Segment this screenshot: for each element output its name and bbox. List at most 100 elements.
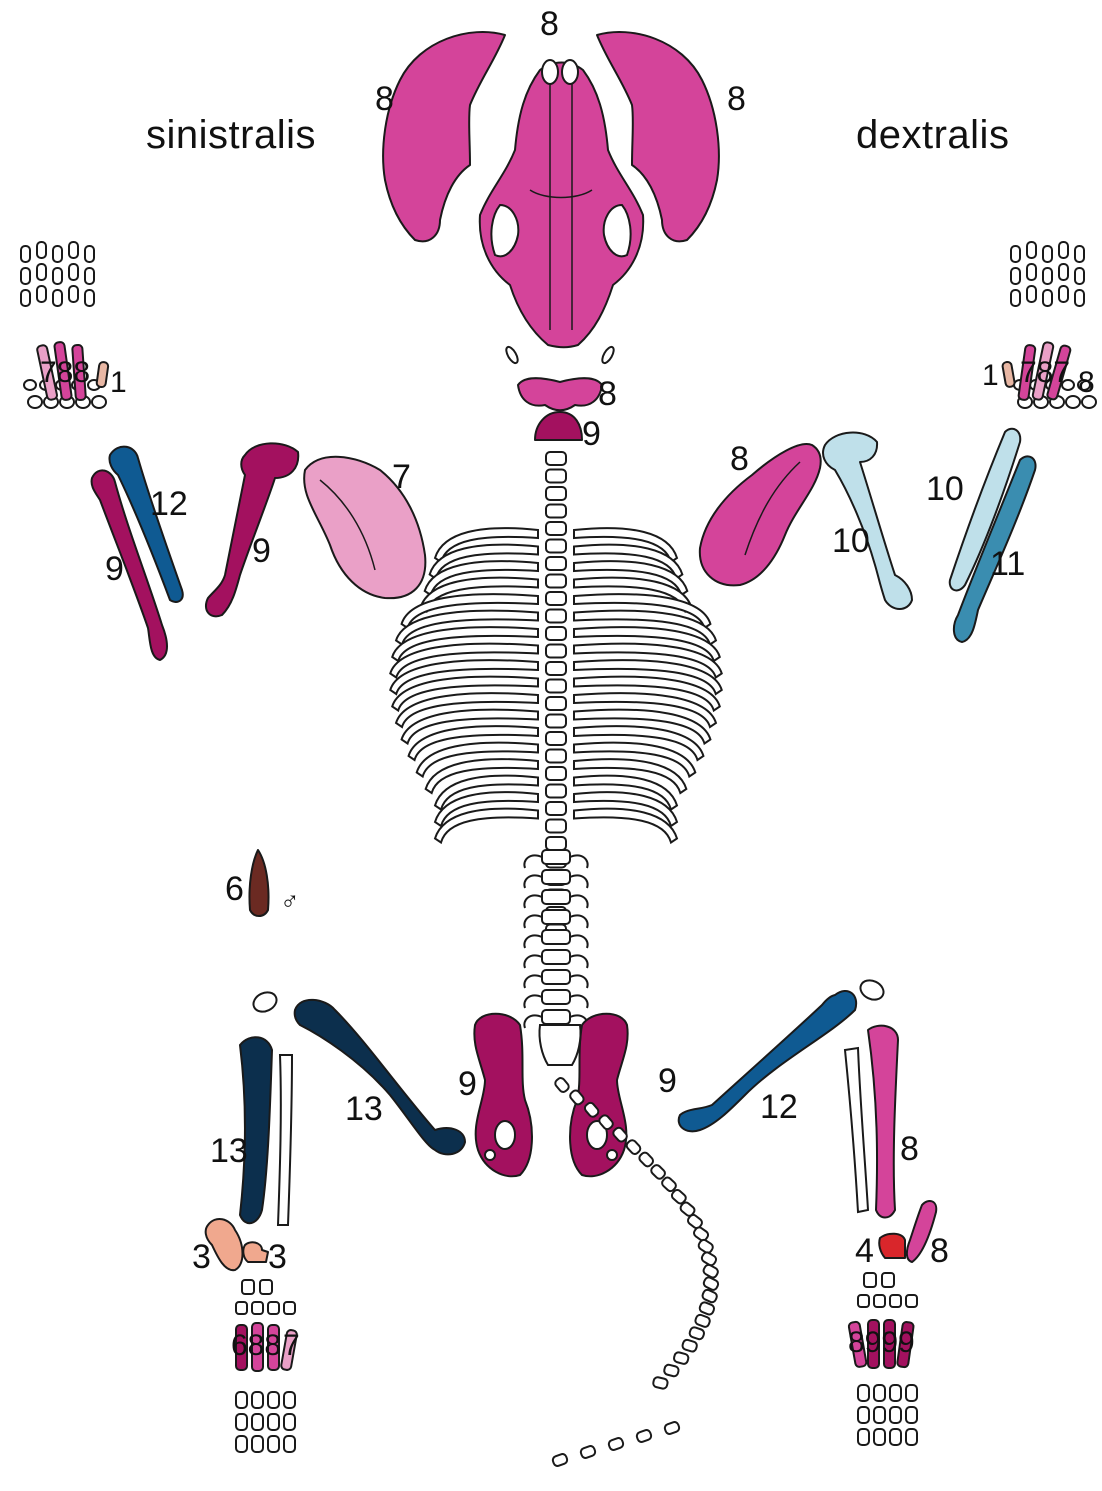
patella-right <box>857 977 886 1003</box>
lumbar-process-right <box>570 915 588 928</box>
vertebra <box>546 557 566 570</box>
phalanx <box>858 1407 869 1423</box>
phalanx <box>1043 290 1052 306</box>
skull <box>480 60 643 365</box>
lumbar-body <box>542 950 570 964</box>
vertebra <box>546 785 566 798</box>
label-femur-right: 12 <box>760 1088 798 1126</box>
lumbar-process-left <box>524 875 542 888</box>
femur-left <box>295 1000 465 1155</box>
lumbar-process-left <box>524 995 542 1008</box>
vertebra <box>546 802 566 815</box>
phalanx <box>1075 268 1084 284</box>
label-scapula-left: 7 <box>392 458 411 496</box>
phalanx <box>858 1429 869 1445</box>
caudal-vertebra <box>625 1139 642 1156</box>
vertebra <box>546 487 566 500</box>
phalanx <box>1027 242 1036 258</box>
phalanx <box>236 1436 247 1452</box>
vertebra <box>546 697 566 710</box>
phalanx <box>890 1385 901 1401</box>
caudal-vertebra <box>701 1289 718 1304</box>
carpal <box>28 396 42 408</box>
phalanx <box>858 1385 869 1401</box>
lumbar-vertebra <box>524 990 587 1008</box>
title-sinistralis: sinistralis <box>146 113 316 157</box>
phalanx <box>1043 246 1052 262</box>
pelvis-left <box>474 1014 532 1177</box>
lumbar-vertebra <box>524 950 587 968</box>
lumbar-process-left <box>524 955 542 968</box>
lumbar-body <box>542 990 570 1004</box>
phalanx <box>85 268 94 284</box>
tarsal <box>236 1302 247 1314</box>
label-femur-left: 13 <box>345 1090 383 1128</box>
phalanx <box>69 242 78 258</box>
phalanx <box>236 1414 247 1430</box>
phalanx <box>1075 246 1084 262</box>
phalanx <box>1059 242 1068 258</box>
phalanx <box>1075 290 1084 306</box>
lumbar-process-left <box>524 855 542 868</box>
vertebra <box>546 645 566 658</box>
tarsal <box>260 1280 272 1294</box>
tarsal <box>882 1273 894 1287</box>
vertebra <box>546 470 566 483</box>
lumbar-vertebra <box>524 930 587 948</box>
label-carpal-right-8: 8 <box>1078 366 1095 399</box>
tarsal <box>242 1280 254 1294</box>
lumbar-body <box>542 870 570 884</box>
caudal-vertebra <box>652 1376 668 1389</box>
scapula-right <box>700 444 821 585</box>
label-axis: 9 <box>582 415 601 453</box>
axis <box>535 412 582 440</box>
label-carpal-right: 787 <box>1020 356 1070 389</box>
phalanx <box>252 1414 263 1430</box>
phalanx <box>874 1407 885 1423</box>
label-skull: 8 <box>540 5 559 43</box>
vertebra <box>546 540 566 553</box>
vertebra <box>546 837 566 850</box>
label-pelvis-left: 9 <box>458 1065 477 1103</box>
vertebra <box>546 750 566 763</box>
lumbar-process-right <box>570 955 588 968</box>
caudal-vertebra <box>702 1276 719 1291</box>
label-tibia-right: 8 <box>900 1130 919 1168</box>
metacarpal-right-1 <box>1002 361 1015 387</box>
caudal-vertebra <box>580 1445 597 1459</box>
caudal-vertebra <box>664 1421 681 1435</box>
label-metatarsal-right: 8999 <box>848 1326 915 1359</box>
phalanx <box>236 1392 247 1408</box>
phalanx <box>1043 268 1052 284</box>
phalanx <box>69 264 78 280</box>
pes-right: 8999 <box>848 1273 917 1445</box>
phalanx <box>21 290 30 306</box>
phalanx <box>284 1436 295 1452</box>
atlas <box>518 378 602 410</box>
lumbar-process-right <box>570 935 588 948</box>
phalanx <box>1059 264 1068 280</box>
metacarpal-left-1 <box>96 362 108 388</box>
patella-left <box>250 989 279 1015</box>
manus-left: 788 1 <box>21 242 127 408</box>
caudal-vertebra <box>638 1151 655 1168</box>
incisor-right <box>562 60 578 84</box>
label-carpal-right-1: 1 <box>982 359 999 392</box>
label-humerus-right: 10 <box>832 522 870 560</box>
tarsal <box>890 1295 901 1307</box>
phalanx <box>1027 264 1036 280</box>
carpal <box>92 396 106 408</box>
lumbar-body <box>542 970 570 984</box>
lumbar-process-left <box>524 935 542 948</box>
vertebra <box>546 610 566 623</box>
label-tarsal-right-b: 8 <box>930 1232 949 1270</box>
lumbar-process-right <box>570 975 588 988</box>
phalanx <box>268 1414 279 1430</box>
caudal-vertebra <box>673 1351 689 1364</box>
vertebra <box>546 820 566 833</box>
caudal-vertebra <box>554 1076 571 1093</box>
lumbar-process-left <box>524 915 542 928</box>
label-radius-right: 10 <box>926 470 964 508</box>
